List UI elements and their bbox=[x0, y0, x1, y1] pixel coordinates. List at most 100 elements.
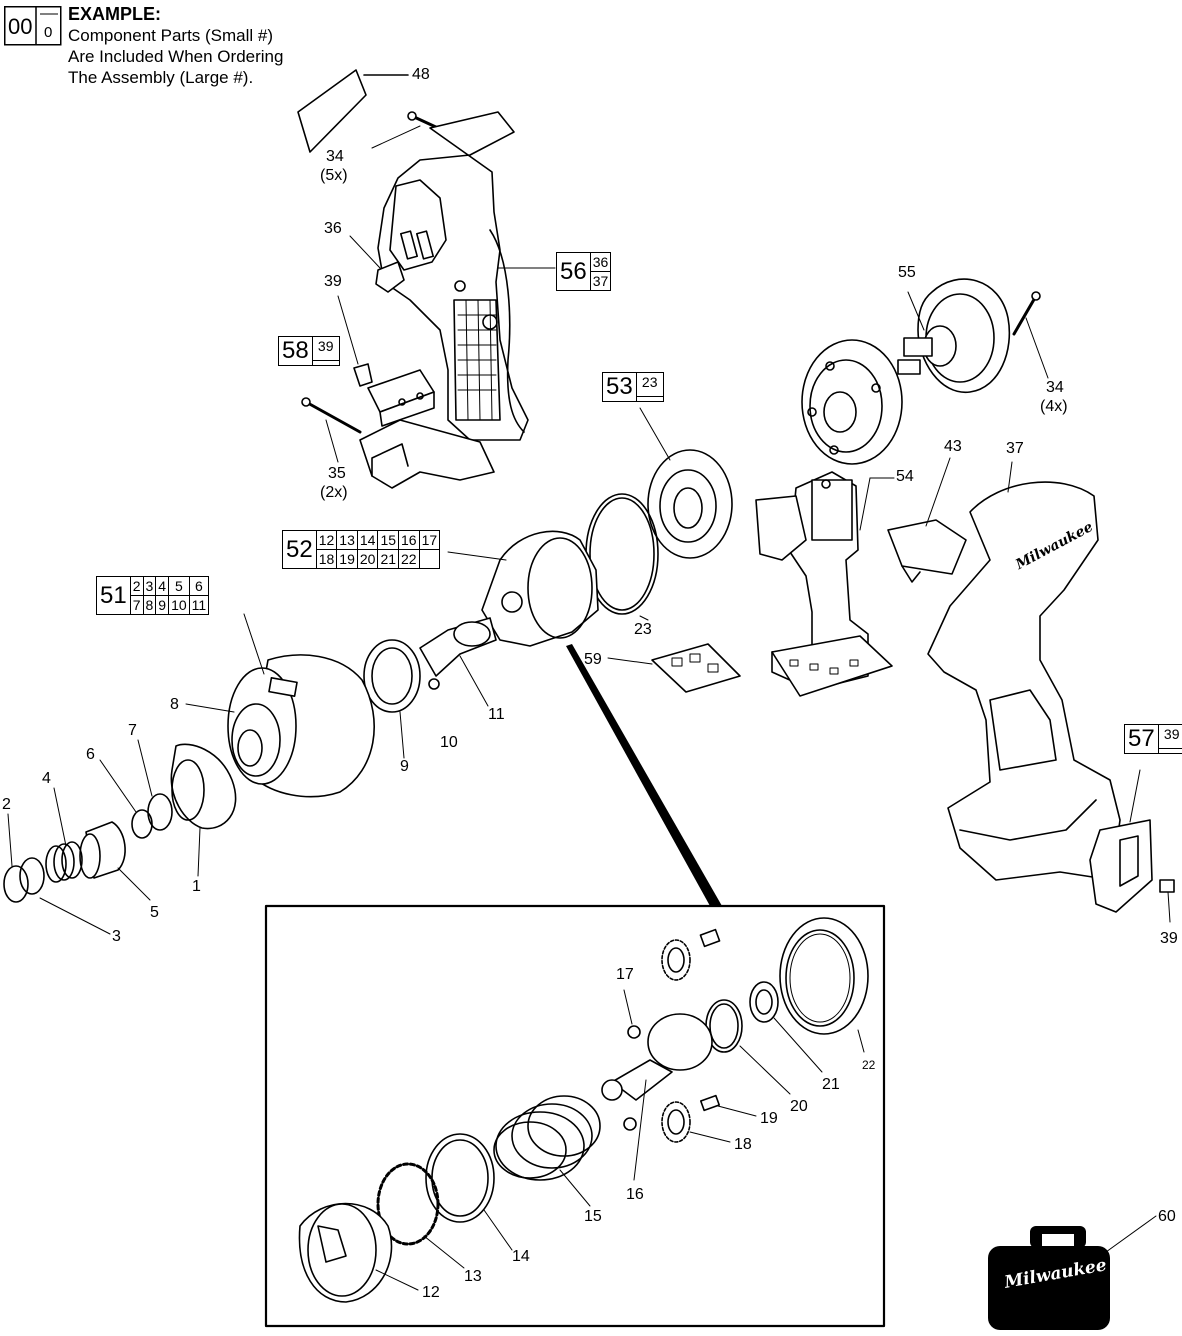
callout-21: 21 bbox=[822, 1076, 840, 1093]
part-2-ring bbox=[3, 813, 29, 903]
callout-18: 18 bbox=[734, 1136, 752, 1153]
callout-20: 20 bbox=[790, 1098, 808, 1115]
kit-51-part: 10 bbox=[169, 596, 190, 614]
callout-13: 13 bbox=[464, 1268, 482, 1285]
kit-52-part: 15 bbox=[378, 531, 400, 550]
part-5-sleeve bbox=[79, 821, 151, 901]
part-56-handle-housing bbox=[377, 111, 556, 441]
kit-51-part: 8 bbox=[144, 596, 157, 614]
part-60-carrying-case bbox=[988, 1226, 1110, 1330]
callout-9: 9 bbox=[400, 758, 409, 775]
callout-35: 35 bbox=[328, 465, 346, 482]
callout-23: 23 bbox=[634, 621, 652, 638]
kit-57-part: 39 bbox=[1158, 725, 1182, 749]
legend-line-3: The Assembly (Large #). bbox=[68, 68, 254, 87]
kit-53-number: 53 bbox=[603, 373, 637, 401]
part-39-screw-left bbox=[337, 295, 373, 387]
callout-34-top-qty: (5x) bbox=[320, 167, 348, 184]
part-59-control-board bbox=[607, 643, 741, 693]
callout-3: 3 bbox=[112, 928, 121, 945]
detail-ball-lower bbox=[623, 1117, 637, 1131]
part-52-hammer-assembly bbox=[447, 530, 599, 647]
kit-51-part: 2 bbox=[130, 577, 144, 596]
part-37-main-housing bbox=[927, 461, 1121, 881]
callout-5: 5 bbox=[150, 904, 159, 921]
detail-part-19-pin bbox=[699, 1094, 757, 1117]
part-10-ball bbox=[428, 678, 440, 690]
callout-7: 7 bbox=[128, 722, 137, 739]
callout-59: 59 bbox=[584, 651, 602, 668]
part-34-screw-top bbox=[371, 111, 440, 149]
callout-34-right-qty: (4x) bbox=[1040, 398, 1068, 415]
part-53-bearing-plate bbox=[639, 407, 733, 559]
kit-53: 53 23 bbox=[602, 372, 664, 402]
callout-22: 22 bbox=[862, 1058, 876, 1072]
detail-part-20-washer bbox=[705, 999, 791, 1095]
callout-43: 43 bbox=[944, 438, 962, 455]
callout-2: 2 bbox=[2, 796, 11, 813]
kit-52-part: 18 bbox=[317, 550, 338, 568]
callout-1: 1 bbox=[192, 878, 201, 895]
part-39-screw-right bbox=[1159, 879, 1175, 923]
callout-19: 19 bbox=[760, 1110, 778, 1127]
callout-54: 54 bbox=[896, 468, 914, 485]
kit-51-part: 4 bbox=[156, 577, 170, 596]
kit-56-part: 37 bbox=[592, 273, 609, 289]
kit-51-part: 3 bbox=[143, 577, 157, 596]
kit-51: 51 2 3 4 5 6 7 8 9 10 11 bbox=[96, 576, 210, 615]
legend-big-number: 00 bbox=[8, 14, 33, 39]
callout-11: 11 bbox=[488, 706, 505, 723]
part-6-spring-ring bbox=[99, 759, 153, 839]
kit-52-part: 21 bbox=[378, 550, 400, 568]
part-battery-foot bbox=[359, 419, 495, 489]
callout-4: 4 bbox=[42, 770, 51, 787]
kit-52-part: 19 bbox=[337, 550, 358, 568]
part-1-nose-cover bbox=[170, 743, 237, 877]
detail-part-12-hammer bbox=[298, 1202, 419, 1303]
legend-title: EXAMPLE: bbox=[68, 4, 162, 24]
detail-planet-gear-top bbox=[661, 928, 721, 981]
part-51-gear-housing bbox=[185, 613, 375, 798]
detail-part-22-ring-gear bbox=[779, 917, 869, 1053]
callout-34-right: 34 bbox=[1046, 379, 1064, 396]
callout-17: 17 bbox=[616, 966, 634, 983]
part-36-clip bbox=[349, 235, 405, 293]
kit-58-number: 58 bbox=[279, 337, 313, 365]
part-60-leader bbox=[1105, 1215, 1157, 1253]
part-48-label-plate bbox=[297, 69, 409, 153]
kit-52: 52 12 13 14 15 16 17 18 19 20 21 22 bbox=[282, 530, 441, 569]
callout-15: 15 bbox=[584, 1208, 602, 1225]
detail-part-15-spring bbox=[493, 1095, 601, 1207]
callout-6: 6 bbox=[86, 746, 95, 763]
part-11-anvil bbox=[419, 617, 497, 707]
legend-kit-box bbox=[4, 6, 62, 46]
callout-36: 36 bbox=[324, 220, 342, 237]
kit-56-part: 36 bbox=[590, 254, 611, 272]
kit-58-part bbox=[313, 361, 339, 366]
kit-51-number: 51 bbox=[97, 577, 131, 614]
kit-57: 57 39 bbox=[1124, 724, 1182, 754]
detail-part-17-ball bbox=[623, 989, 641, 1039]
kit-58-part: 39 bbox=[312, 337, 339, 361]
part-55-motor bbox=[897, 278, 1011, 393]
part-54-electronics bbox=[755, 471, 895, 697]
legend-line-2: Are Included When Ordering bbox=[68, 47, 284, 66]
kit-51-part: 7 bbox=[131, 596, 144, 614]
detail-leader bbox=[566, 644, 722, 906]
kit-52-part: 13 bbox=[337, 531, 358, 550]
detail-frame bbox=[264, 904, 886, 1328]
callout-39-left: 39 bbox=[324, 273, 342, 290]
callout-39-right: 39 bbox=[1160, 930, 1178, 947]
kit-51-part: 5 bbox=[169, 577, 190, 596]
part-4-spring bbox=[45, 787, 83, 883]
callout-12: 12 bbox=[422, 1284, 440, 1301]
legend-line-1: Component Parts (Small #) bbox=[68, 26, 274, 45]
kit-52-part: 22 bbox=[399, 550, 420, 568]
kit-52-part: 16 bbox=[399, 531, 420, 550]
kit-52-number: 52 bbox=[283, 531, 317, 568]
kit-53-part: 23 bbox=[636, 373, 663, 397]
part-35-long-screw bbox=[301, 397, 362, 463]
callout-60: 60 bbox=[1158, 1208, 1176, 1225]
kit-51-part: 11 bbox=[191, 597, 207, 613]
